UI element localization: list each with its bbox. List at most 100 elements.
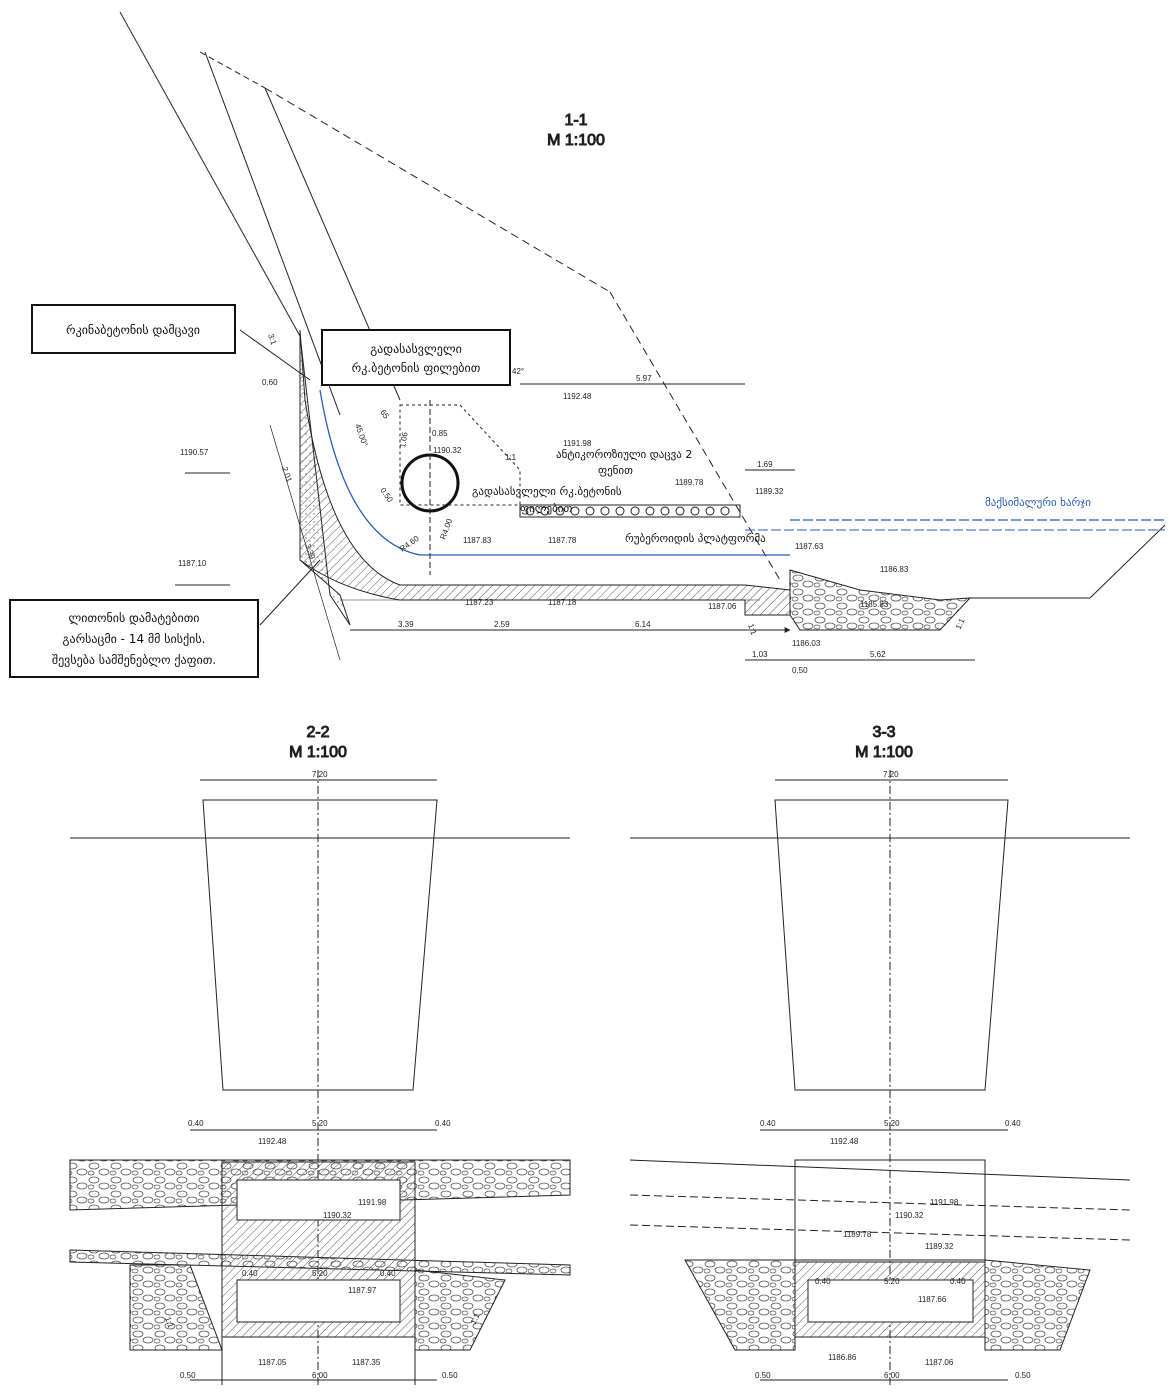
s2-dim-600: 6.00	[312, 1371, 328, 1380]
s2-elev-119248: 1192.48	[258, 1137, 287, 1146]
section-1-labels: რკინაბეტონის დამცავი გადასასვლელი რკ.ბეტ…	[52, 323, 1091, 675]
s2-dim-520: 5.20	[312, 1119, 328, 1128]
s2-dim-520i: 5.20	[312, 1269, 328, 1278]
callout-gabion-text-3: შევსება სამშენებლო ქაფით.	[52, 653, 216, 667]
callout-protection-text: რკინაბეტონის დამცავი	[66, 323, 200, 337]
riprap-stones	[789, 569, 972, 631]
slope-1-1a: 1:1	[505, 453, 517, 462]
section-1-scale: M 1:100	[547, 132, 605, 149]
dim-169: 1.69	[757, 460, 773, 469]
elev-119032: 1190.32	[433, 446, 462, 455]
s2-dim-040il: 0.40	[242, 1269, 258, 1278]
radius-r460: R4.60	[398, 534, 421, 554]
callout-protection-box	[31, 304, 236, 354]
elev-118583: 1185.83	[860, 600, 889, 609]
section-3-scale: M 1:100	[855, 744, 913, 761]
shaft-outline	[202, 799, 438, 1091]
section-1-1: 1-1 M 1:100	[9, 11, 1166, 678]
hill-top-dash	[199, 51, 266, 89]
elev-119198: 1191.98	[563, 439, 592, 448]
hill-slope-line-2	[204, 51, 341, 416]
callout-gabion-box	[9, 599, 259, 678]
dim-339: 3.39	[398, 620, 414, 629]
section-2-2: 2-2 M 1:100	[69, 724, 571, 1385]
elev-118778: 1187.78	[548, 536, 577, 545]
elev-118763: 1187.63	[795, 542, 824, 551]
s2-dim-050l: 0.50	[180, 1371, 196, 1380]
s3-right-trench-fill	[984, 1259, 1091, 1351]
dim-060: 0.60	[262, 378, 278, 387]
dim-259: 2.59	[494, 620, 510, 629]
s2-slope-r: 1:1	[469, 1311, 482, 1325]
radius-r400: R4.00	[438, 517, 454, 541]
dim-201: 2.01	[280, 466, 294, 484]
leader-gabion	[259, 559, 321, 626]
elev-118706: 1187.06	[708, 602, 737, 611]
note-slabs-1: გადასასვლელი რკ.ბეტონის	[472, 485, 622, 498]
note-max-flow: მაქსიმალური ხარჯი	[985, 496, 1091, 509]
elev-118723: 1187.23	[465, 598, 494, 607]
s2-elev-118797: 1187.97	[348, 1286, 377, 1295]
section-3-title: 3-3	[872, 724, 895, 741]
s2-dim-040l: 0.40	[188, 1119, 204, 1128]
s2-elev-119198: 1191.98	[358, 1198, 387, 1207]
s3-elev-118978: 1189.78	[843, 1230, 872, 1239]
s3-dim-520: 5.20	[884, 1119, 900, 1128]
dim-line-left-slope	[269, 424, 341, 661]
s2-dim-050r: 0.50	[442, 1371, 458, 1380]
s3-dim-040ir: 0.40	[950, 1277, 966, 1286]
callout-slabs-box	[321, 329, 511, 386]
s3-elev-118766: 1187.66	[918, 1295, 947, 1304]
rubberoid-platform	[519, 504, 741, 518]
s2-elev-119032: 1190.32	[323, 1211, 352, 1220]
dim-562: 5.62	[870, 650, 886, 659]
slope-3-1: 3:1	[266, 333, 278, 347]
s3-shaft-outline	[774, 799, 1009, 1091]
left-trench-fill	[129, 1264, 223, 1351]
dim-597: 5.97	[636, 374, 652, 383]
s3-elev-119032: 1190.32	[895, 1211, 924, 1220]
section-2-scale: M 1:100	[289, 744, 347, 761]
angle-42: 42°	[512, 367, 524, 376]
hill-slope-line	[119, 11, 301, 337]
crossing-block	[399, 404, 521, 506]
section-1-title: 1-1	[564, 112, 587, 129]
elev-118603: 1186.03	[792, 639, 821, 648]
dim-050b: 0.50	[792, 666, 808, 675]
s3-crossing-frame	[794, 1159, 986, 1261]
section-3-3: 3-3 M 1:100	[629, 724, 1131, 1385]
s3-dim-600: 6.00	[884, 1371, 900, 1380]
dim-614: 6.14	[635, 620, 651, 629]
leader-protection	[239, 329, 311, 381]
right-bank	[1089, 524, 1166, 599]
callout-slabs-text-2: რკ.ბეტონის ფილებით	[352, 361, 481, 375]
elev-118683: 1186.83	[880, 565, 909, 574]
box-upper-cell	[236, 1179, 401, 1221]
dim-106: 1.06	[398, 431, 410, 448]
s3-box-cell	[807, 1279, 974, 1323]
s2-elev-118735: 1187.35	[352, 1358, 381, 1367]
casing-fill	[299, 334, 351, 626]
s3-left-trench-fill	[684, 1259, 796, 1351]
elev-118710: 1187.10	[178, 559, 207, 568]
dim-65: 65	[378, 408, 391, 421]
callout-slabs-text-1: გადასასვლელი	[370, 342, 462, 356]
slope-1-1b: 1:1	[746, 623, 758, 637]
box-lower-cell	[236, 1279, 401, 1323]
s3-line-1	[629, 1159, 1131, 1181]
s3-dim-520i: 5.20	[884, 1277, 900, 1286]
angle-45: 45.00°	[353, 423, 369, 448]
elev-118783: 1187.83	[463, 536, 492, 545]
s3-dim-040r: 0.40	[1005, 1119, 1021, 1128]
s2-slope-l: 1:1	[163, 1316, 175, 1330]
s3-dim-050l: 0.50	[755, 1371, 771, 1380]
elev-119057: 1190.57	[180, 448, 209, 457]
callout-gabion-text-1: ლითონის დამატებითი	[68, 611, 199, 625]
elev-118718: 1187.18	[548, 598, 577, 607]
note-anticorrosion-2: ფენით	[598, 464, 633, 477]
dim-050a: 0.50	[378, 486, 395, 504]
s3-line-2	[629, 1194, 1131, 1211]
s3-elev-118706: 1187.06	[925, 1358, 954, 1367]
water-line-channel	[319, 389, 790, 556]
